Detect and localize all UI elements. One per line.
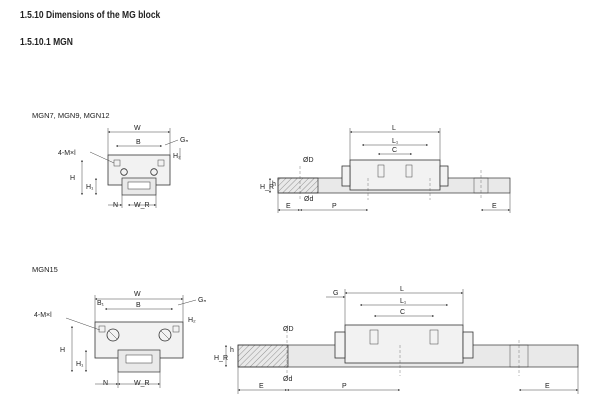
bottom-side-view: L L₁ C G ØD H_R h Ød E P E [214, 286, 579, 394]
dim-W: W [134, 125, 141, 132]
dim-d-15: Ød [283, 376, 292, 383]
screw-callout-15: 4-M×l [34, 312, 52, 319]
dim-C-15: C [400, 309, 405, 316]
screw-callout: 4-M×l [58, 150, 76, 157]
dim-Gn-15: Gₙ [198, 297, 206, 304]
dim-H2: H₂ [173, 153, 181, 160]
dim-E-right: E [492, 203, 497, 210]
subsection-heading: 1.5.10.1 MGN [20, 37, 73, 48]
dim-WR-15: W_R [134, 380, 150, 387]
dim-D-15: ØD [283, 326, 294, 333]
bottom-front-view: W B B₁ Gₙ H₂ H H₁ N W_R 4-M×l [34, 291, 206, 388]
dim-H-15: H [60, 347, 65, 354]
dim-L1: L₁ [392, 138, 399, 145]
dim-D: ØD [303, 157, 314, 164]
dim-HR: H_R [260, 184, 274, 191]
top-front-view: W B Gₙ H₂ H H₁ N W_R 4-M×l [58, 125, 188, 209]
bottom-figure-title: MGN15 [32, 265, 58, 274]
dim-h-15: h [230, 347, 234, 354]
dim-L1-15: L₁ [400, 298, 407, 305]
top-figure-title: MGN7, MGN9, MGN12 [32, 111, 110, 120]
dim-L-15: L [400, 286, 404, 293]
dim-B1-15: B₁ [97, 300, 105, 307]
dim-N: N [113, 202, 118, 209]
section-heading: 1.5.10 Dimensions of the MG block [20, 10, 161, 21]
dim-d: Ød [304, 196, 313, 203]
dim-H2-15: H₂ [188, 317, 196, 324]
dim-H: H [70, 175, 75, 182]
dim-W-15: W [134, 291, 141, 298]
dim-P-15: P [342, 383, 347, 390]
dim-N-15: N [103, 380, 108, 387]
dim-E-left: E [286, 203, 291, 210]
dim-C: C [392, 147, 397, 154]
dim-B: B [136, 139, 141, 146]
dim-Gn: Gₙ [180, 137, 188, 144]
dim-E-left-15: E [259, 383, 264, 390]
dim-P: P [332, 203, 337, 210]
dim-L: L [392, 125, 396, 132]
top-side-view: L L₁ C ØD H_R h Ød E P E [260, 125, 511, 213]
dim-E-right-15: E [545, 383, 550, 390]
dim-G-15: G [333, 290, 338, 297]
dim-B-15: B [136, 302, 141, 309]
dim-h: h [272, 181, 276, 188]
dim-H1: H₁ [86, 184, 94, 191]
dim-WR: W_R [134, 202, 150, 209]
dim-HR-15: H_R [214, 355, 228, 362]
dim-H1-15: H₁ [76, 361, 84, 368]
